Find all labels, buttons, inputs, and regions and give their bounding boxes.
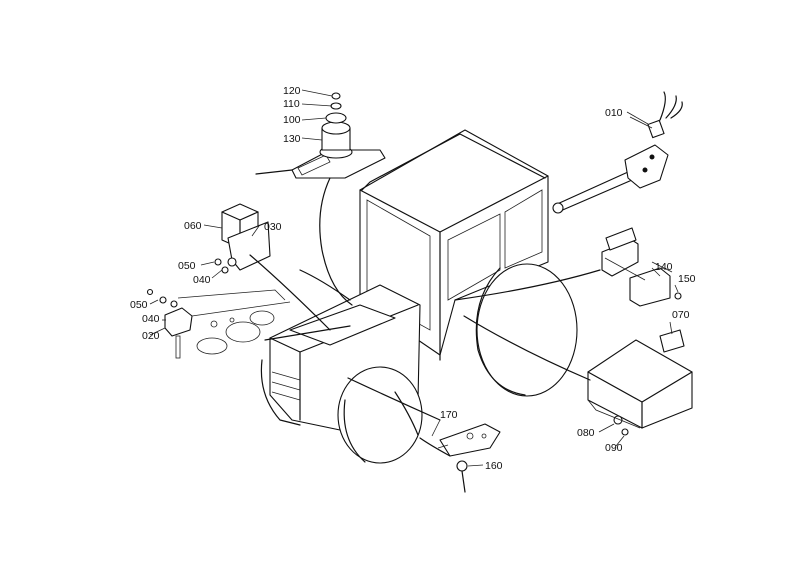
callout-080: 080 (577, 427, 595, 439)
relay-assembly (214, 203, 331, 331)
callout-100: 100 (283, 114, 301, 126)
switch-bracket-140 (601, 227, 682, 307)
callout-050-lower: 050 (130, 299, 148, 311)
lever-assembly-010 (552, 91, 683, 214)
callout-170: 170 (440, 409, 458, 421)
callout-090: 090 (605, 442, 623, 454)
callout-110: 110 (283, 98, 300, 110)
callout-120: 120 (283, 85, 301, 97)
callout-060: 060 (184, 220, 202, 232)
callout-040-lower: 040 (142, 313, 160, 325)
callout-040-upper: 040 (193, 274, 211, 286)
battery-box (587, 329, 693, 436)
callout-140: 140 (655, 261, 673, 273)
lower-bracket-assembly (394, 391, 501, 493)
callout-070: 070 (672, 309, 690, 321)
callout-010: 010 (605, 107, 623, 119)
front-wheel (337, 366, 423, 464)
callout-160: 160 (485, 460, 503, 472)
callout-030: 030 (264, 221, 282, 233)
callout-150: 150 (678, 273, 696, 285)
callout-130: 130 (283, 133, 301, 145)
front-sensor-assembly (146, 288, 291, 359)
top-mount-assembly (255, 92, 386, 306)
callout-labels: 120 110 100 130 010 060 030 050 040 050 … (130, 85, 696, 472)
callout-050-upper: 050 (178, 260, 196, 272)
rear-wheel (475, 263, 578, 397)
callout-leaders (149, 89, 679, 467)
callout-020: 020 (142, 330, 160, 342)
wiring-harness (264, 269, 601, 421)
